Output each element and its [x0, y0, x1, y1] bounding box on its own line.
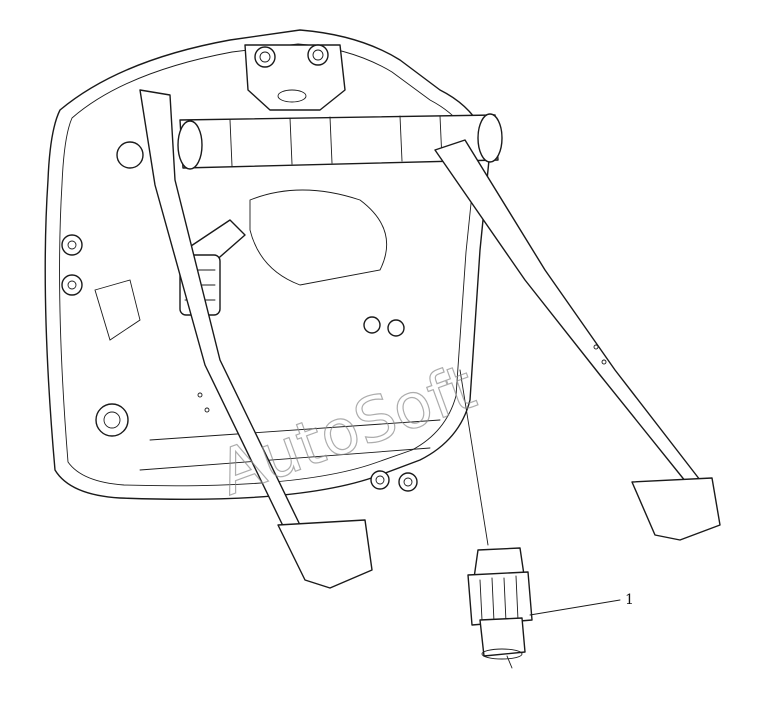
- callout-1: 1: [529, 592, 634, 616]
- plate-details: [61, 189, 441, 492]
- pivot-shaft: [177, 113, 503, 170]
- brake-pedal: [116, 89, 373, 589]
- top-bracket: [244, 44, 346, 111]
- callout-leader: [529, 599, 621, 616]
- callout-label: 1: [625, 592, 634, 608]
- pedal-switch: [459, 369, 533, 669]
- clutch-pedal: [434, 139, 721, 541]
